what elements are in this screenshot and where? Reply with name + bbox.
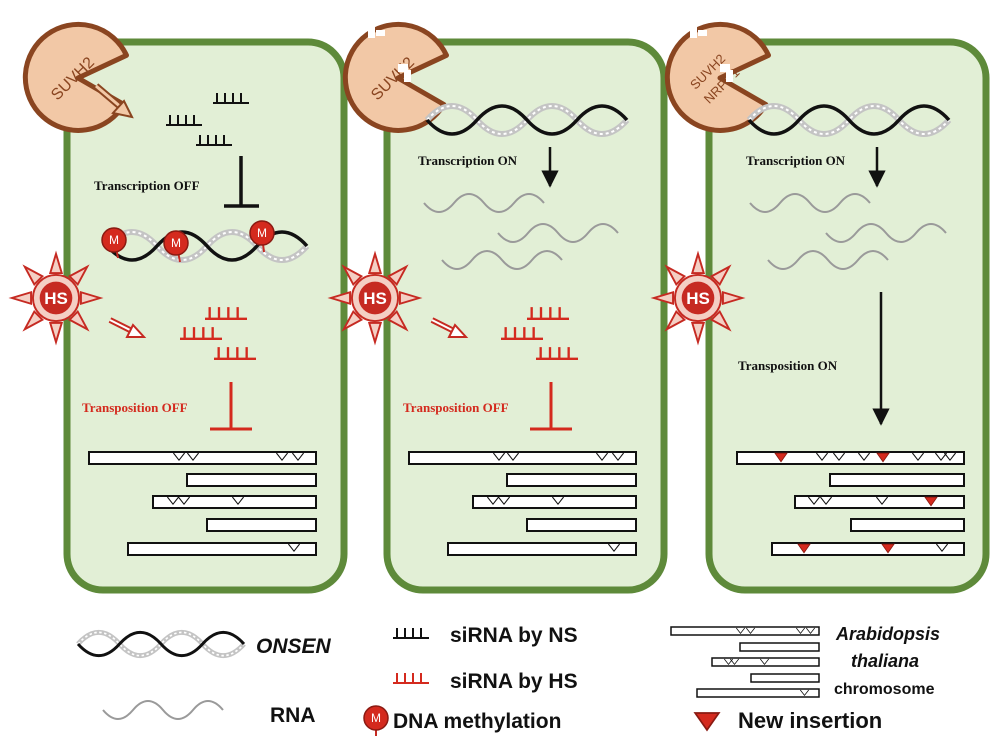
legend-helix-swatch bbox=[78, 632, 244, 655]
methylation-mark bbox=[101, 227, 127, 253]
chromosome-bar bbox=[206, 518, 317, 532]
legend-onsen-label: ONSEN bbox=[256, 635, 332, 658]
hs-arrow bbox=[108, 317, 147, 338]
legend-new-insertion-swatch bbox=[694, 712, 720, 731]
legend-chromosome-label-1: Arabidopsis bbox=[835, 624, 940, 644]
chromosome-bar bbox=[794, 495, 965, 509]
chromosome-bar bbox=[526, 518, 637, 532]
chromosome-bar bbox=[186, 473, 317, 487]
chromosome-bars bbox=[736, 451, 965, 556]
suvh2-nrpd1-wedge: SUVH2 NRPD1 bbox=[664, 21, 771, 133]
chromosome-bar bbox=[127, 542, 317, 556]
heat-stress-icon: HS bbox=[652, 252, 744, 344]
transposition-label: Transposition OFF bbox=[403, 400, 509, 415]
transcription-label: Transcription ON bbox=[746, 153, 846, 168]
legend-sirna-hs-label: siRNA by HS bbox=[450, 670, 578, 693]
transposition-label: Transposition ON bbox=[738, 358, 838, 373]
methylation-marks: M M M bbox=[101, 220, 275, 263]
hs-label: HS bbox=[44, 289, 68, 308]
legend-chromosome-label-2: thaliana bbox=[851, 651, 919, 671]
chromosome-bar bbox=[771, 542, 965, 556]
legend-methylation-mark: M bbox=[371, 711, 381, 725]
suvh2-wedge: SUVH2 bbox=[22, 21, 129, 133]
chromosome-bar bbox=[472, 495, 637, 509]
methylation-mark bbox=[249, 220, 275, 246]
legend-dna-methylation: M DNA methylation bbox=[363, 705, 561, 736]
transcription-label: Transcription ON bbox=[418, 153, 518, 168]
panel-2: SUVH2 Transcription ON HS bbox=[329, 21, 668, 594]
hs-arrow bbox=[430, 317, 469, 338]
methylation-mark-label: M bbox=[171, 236, 181, 250]
chromosome-bars bbox=[88, 451, 317, 556]
legend-chromosome-bar bbox=[711, 657, 820, 667]
legend-chromosome-bar bbox=[696, 688, 820, 698]
panel-1: SUVH2 Transcription OFF M M bbox=[10, 21, 348, 594]
chromosome-bar bbox=[506, 473, 637, 487]
legend-chromosome-label-3: chromosome bbox=[834, 681, 935, 698]
chromosome-bars bbox=[408, 451, 637, 556]
transposition-label: Transposition OFF bbox=[82, 400, 188, 415]
chromosome-bar bbox=[152, 495, 317, 509]
legend-sirna-ns-label: siRNA by NS bbox=[450, 624, 578, 647]
hs-label: HS bbox=[686, 289, 710, 308]
chromosome-bar bbox=[88, 451, 317, 465]
chromosome-bar bbox=[408, 451, 637, 465]
legend-sirna-hs-swatch bbox=[391, 671, 431, 685]
methylation-mark-label: M bbox=[257, 226, 267, 240]
inhibition-symbol bbox=[224, 156, 259, 208]
inhibition-symbol bbox=[210, 382, 252, 431]
legend-rna-label: RNA bbox=[270, 704, 316, 727]
inhibition-symbol bbox=[530, 382, 572, 431]
legend-chromosome-bar bbox=[739, 642, 820, 652]
transcription-label: Transcription OFF bbox=[94, 178, 200, 193]
legend-new-insertion-label: New insertion bbox=[738, 708, 882, 733]
legend: ONSEN RNA siRNA by NS siRNA by HS M DNA … bbox=[78, 624, 940, 736]
legend-rna: RNA bbox=[101, 699, 316, 727]
legend-rna-swatch bbox=[101, 699, 225, 721]
methylation-mark-label: M bbox=[109, 233, 119, 247]
chromosome-bar bbox=[829, 473, 965, 487]
chromosome-bar bbox=[447, 542, 637, 556]
chromosome-bar bbox=[850, 518, 965, 532]
heat-stress-icon: HS bbox=[329, 252, 421, 344]
panel-3: SUVH2 NRPD1 Transcription ON HS Transpos… bbox=[652, 21, 990, 594]
legend-new-insertion: New insertion bbox=[694, 708, 882, 733]
legend-dna-methylation-label: DNA methylation bbox=[393, 710, 561, 733]
legend-methylation-swatch bbox=[363, 705, 389, 731]
hs-label: HS bbox=[363, 289, 387, 308]
legend-sirna-ns: siRNA by NS bbox=[391, 624, 578, 647]
mutation-marks bbox=[690, 26, 733, 82]
legend-chromosome-bar bbox=[670, 626, 820, 636]
suvh2-wedge: SUVH2 bbox=[342, 21, 449, 133]
legend-sirna-hs: siRNA by HS bbox=[391, 670, 578, 693]
legend-chromosome bbox=[670, 626, 820, 698]
hollow-arrow bbox=[93, 83, 134, 119]
legend-onsen: ONSEN bbox=[78, 632, 332, 658]
methylation-mark bbox=[163, 230, 189, 256]
mutation-marks bbox=[368, 26, 411, 82]
legend-sirna-ns-swatch bbox=[391, 626, 431, 640]
heat-stress-icon: HS bbox=[10, 252, 102, 344]
legend-chromosome-bar bbox=[750, 673, 820, 683]
chromosome-bar bbox=[736, 451, 965, 465]
